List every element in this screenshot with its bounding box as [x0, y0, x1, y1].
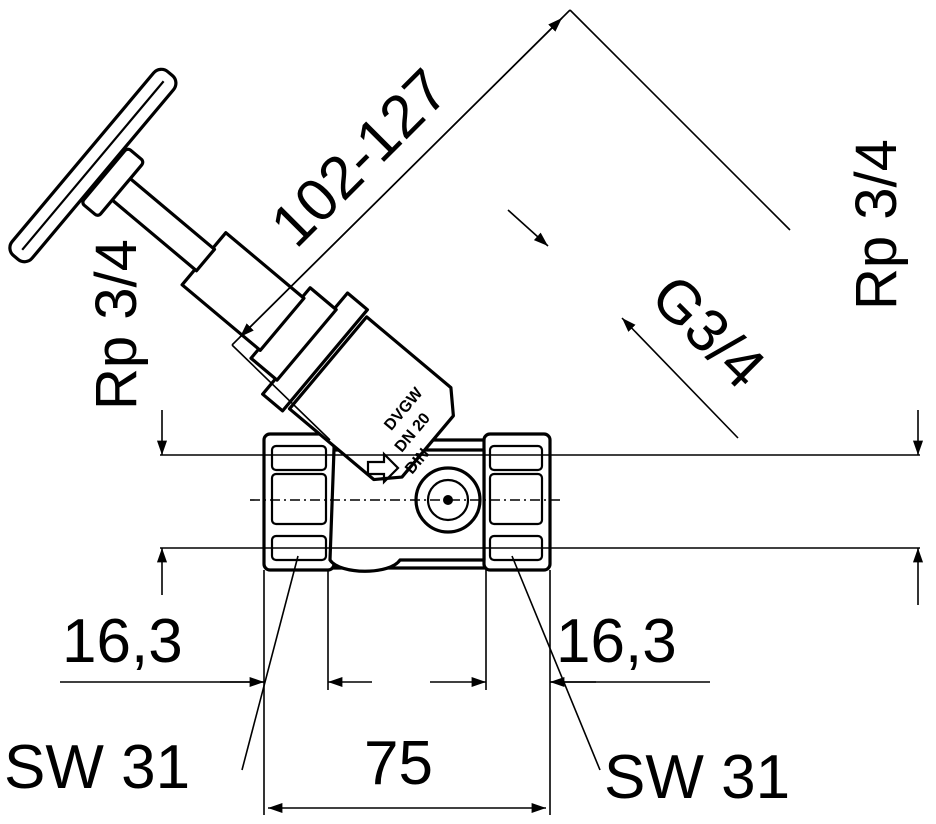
- flow-direction-arrow-icon: [366, 451, 400, 485]
- dimension-lines: [60, 9, 924, 815]
- dim-length-range: 102-127: [258, 56, 461, 259]
- dim-offset-left: 16,3: [62, 607, 183, 676]
- handwheel-icon: [8, 67, 178, 264]
- dim-bonnet-thread: G3/4: [639, 262, 778, 401]
- dim-offset-right: 16,3: [556, 607, 677, 676]
- dim-overall-length: 75: [364, 729, 433, 798]
- dim-thread-right: Rp 3/4: [844, 139, 909, 310]
- dim-wrench-right: SW 31: [604, 743, 790, 812]
- dim-wrench-left: SW 31: [4, 733, 190, 802]
- dim-thread-left: Rp 3/4: [84, 239, 149, 410]
